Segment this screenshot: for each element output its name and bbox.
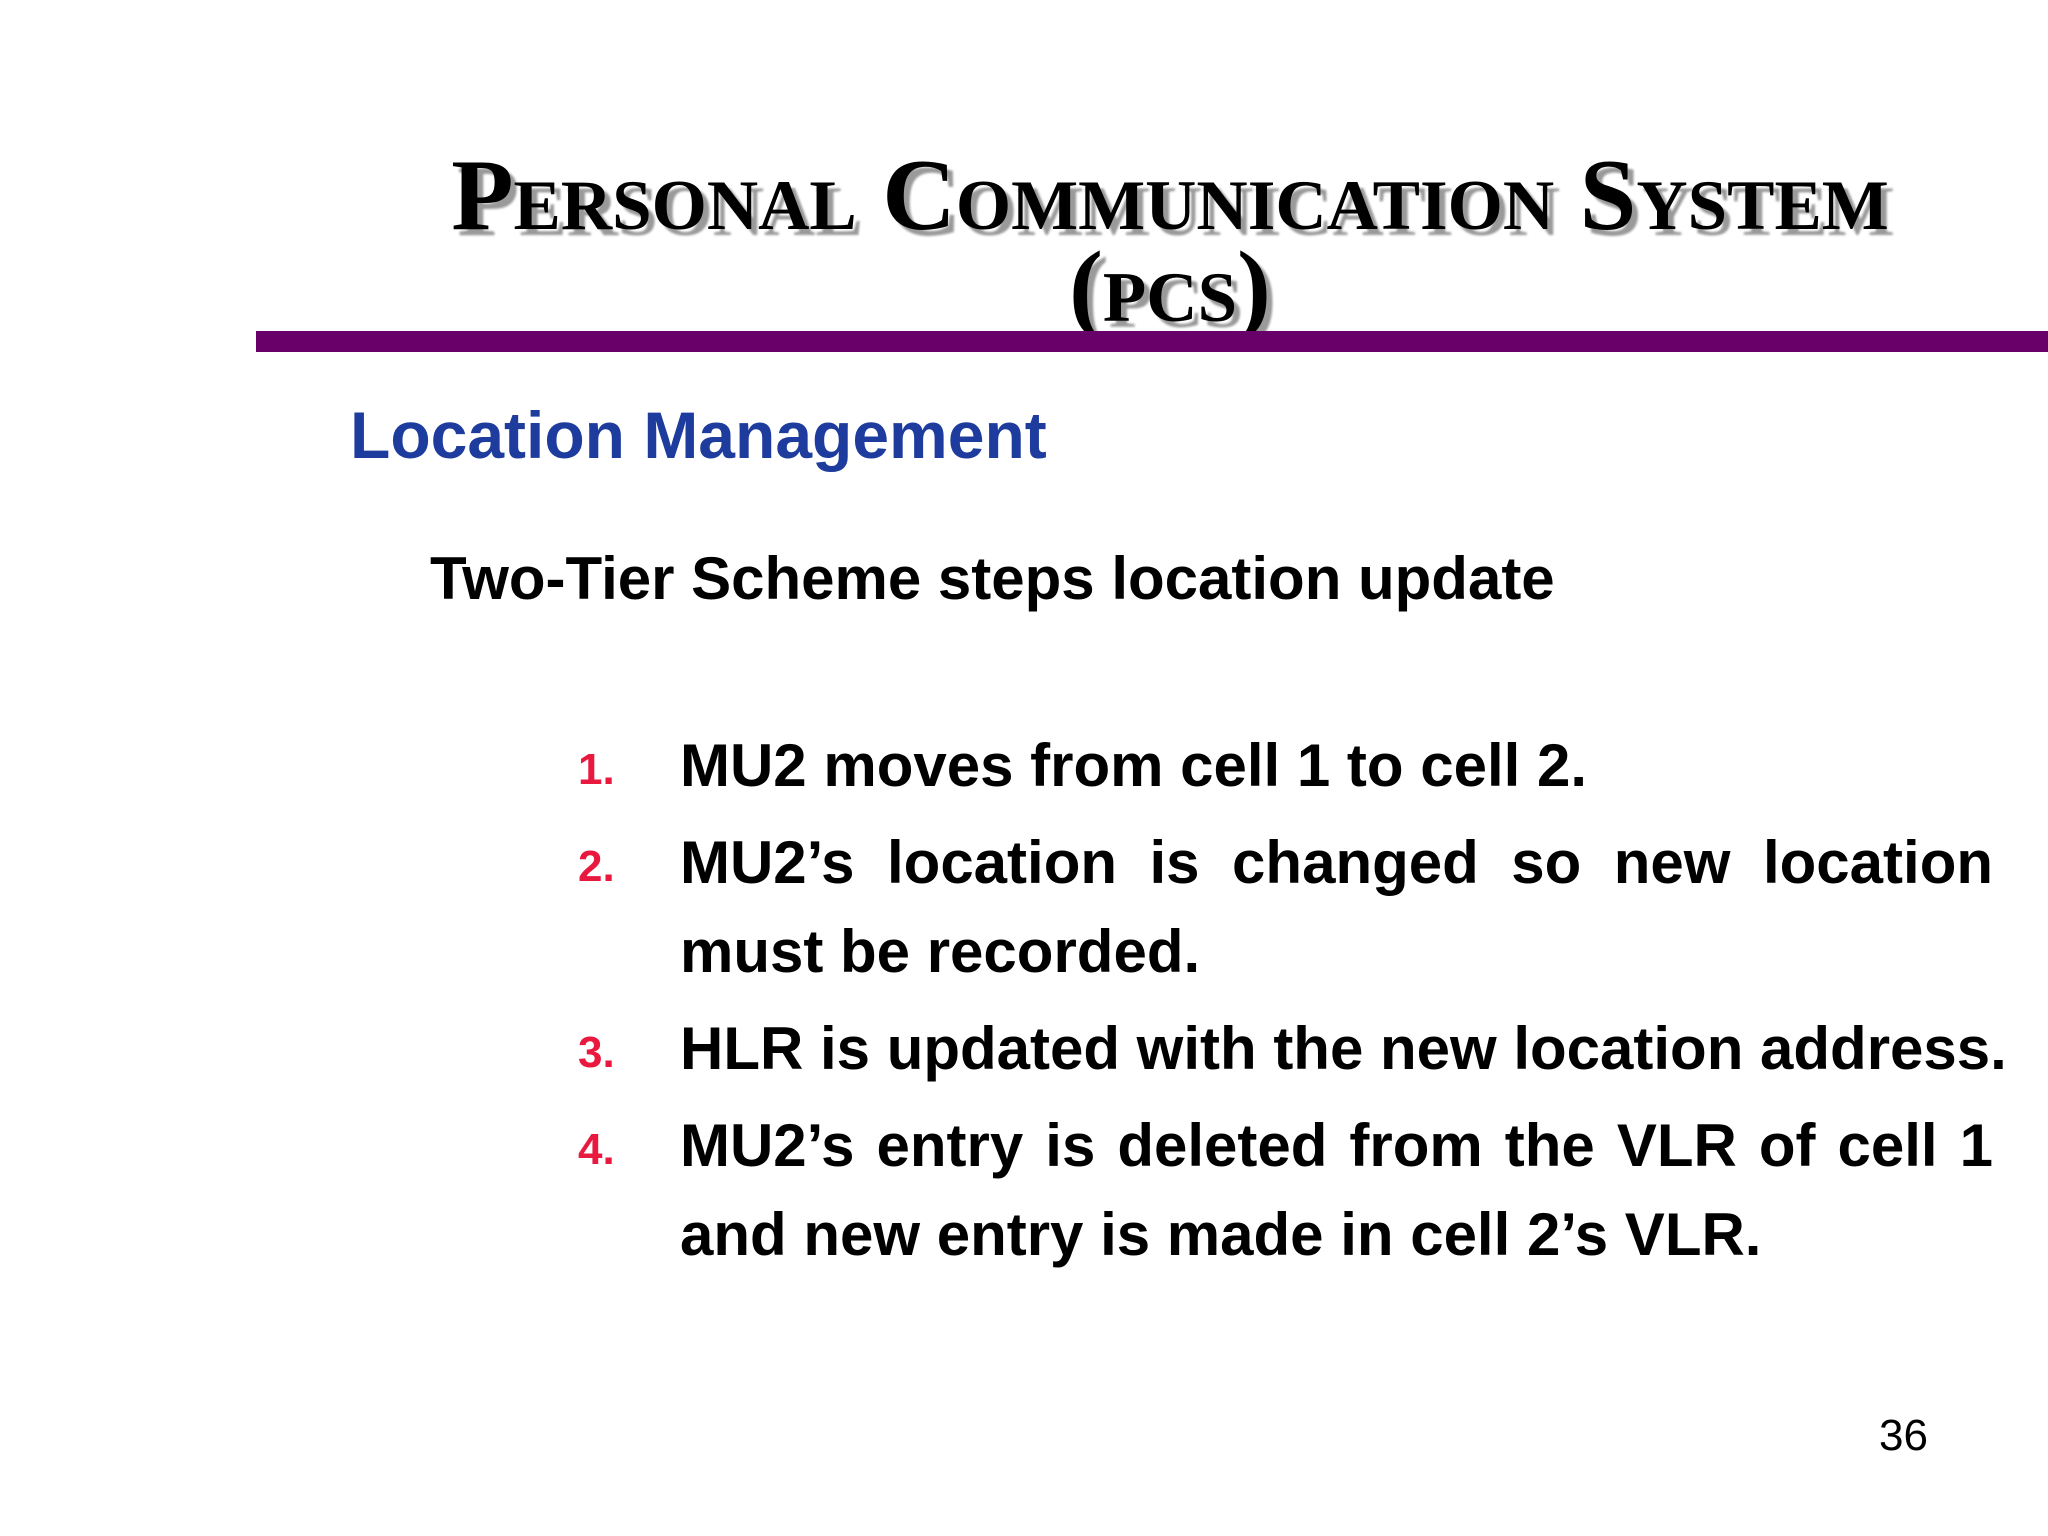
title-divider-rule — [256, 331, 2048, 352]
list-item-line: and new entry is made in cell 2’s VLR. — [680, 1201, 1762, 1268]
section-heading: Location Management — [350, 398, 1047, 472]
list-item-number: 4. — [578, 1125, 615, 1174]
list-item-line: MU2’s entry is deleted from the VLR of c… — [680, 1112, 1993, 1179]
list-item-line: must be recorded. — [680, 918, 1201, 985]
page-number: 36 — [1879, 1411, 1928, 1460]
list-item-line: MU2 moves from cell 1 to cell 2. — [680, 732, 1588, 799]
slide-title: Personal Communication System (PCS) — [292, 139, 2048, 344]
numbered-list: 1. MU2 moves from cell 1 to cell 2. 2. M… — [578, 721, 2007, 1287]
list-item: 3. HLR is updated with the new location … — [578, 1004, 2007, 1093]
list-item: 4. MU2’s entry is deleted from the VLR o… — [578, 1101, 1993, 1279]
list-item: 2. MU2’s location is changed so new loca… — [578, 818, 1993, 996]
list-item-line: MU2’s location is changed so new locatio… — [680, 829, 1993, 896]
list-item-line: HLR is updated with the new location add… — [680, 1015, 2007, 1082]
list-item-number: 2. — [578, 842, 615, 891]
list-item: 1. MU2 moves from cell 1 to cell 2. — [578, 721, 1993, 810]
title-line-2: (PCS) — [1068, 231, 1272, 344]
subheading: Two-Tier Scheme steps location update — [430, 545, 1555, 612]
title-line-1: Personal Communication System — [451, 139, 1889, 252]
list-item-number: 3. — [578, 1028, 615, 1077]
list-item-number: 1. — [578, 745, 615, 794]
